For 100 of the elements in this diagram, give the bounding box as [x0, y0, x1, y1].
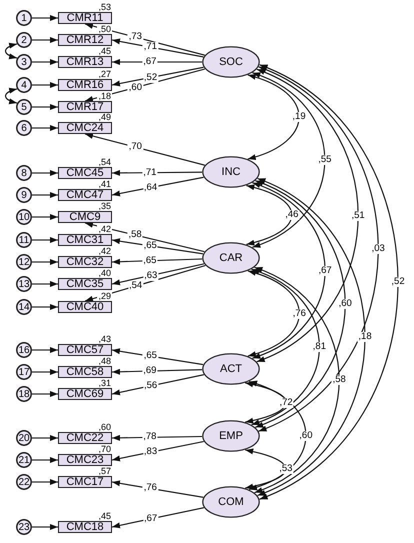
circle-node: 9 [16, 187, 32, 203]
edge-label: ,58 [332, 375, 347, 385]
arrow [112, 348, 204, 366]
edge-label: ,52 [390, 277, 406, 287]
double-headed-arrow [259, 64, 398, 500]
arrow [32, 435, 58, 441]
double-headed-arrow [256, 68, 358, 362]
edge-label: ,67 [142, 514, 158, 524]
value-label: ,54 [97, 158, 112, 166]
variable-box: CMC18 [58, 521, 112, 533]
edge-label: ,58 [127, 230, 143, 240]
circle-node: 8 [16, 165, 32, 181]
value-label: ,42 [97, 247, 112, 255]
edge-label: ,03 [370, 244, 386, 254]
circle-node: 10 [16, 209, 32, 225]
circle-node: 11 [16, 232, 32, 248]
arrow [112, 368, 202, 375]
double-headed-arrow [245, 382, 287, 424]
arrow [32, 59, 58, 65]
variable-box: CMR17 [58, 101, 112, 113]
arrow [112, 258, 202, 265]
arrow [112, 66, 204, 86]
arrow [112, 38, 204, 58]
arrow [32, 37, 58, 43]
edge-label: ,67 [142, 57, 158, 67]
value-label: ,60 [97, 423, 112, 431]
double-headed-arrow [258, 66, 379, 432]
edge-label: ,65 [142, 351, 158, 362]
edge-label: ,60 [338, 299, 353, 309]
arrow [112, 59, 202, 65]
edge-label: ,54 [128, 281, 144, 292]
edge-label: ,63 [143, 270, 158, 281]
arrow [84, 23, 205, 56]
circle-node: 3 [16, 54, 32, 70]
double-headed-arrow [248, 270, 300, 357]
variable-box: CMR12 [58, 34, 112, 46]
value-label: ,57 [97, 467, 112, 475]
value-label: ,50 [97, 25, 112, 33]
edge-label: ,70 [128, 142, 143, 152]
edge-label: ,51 [350, 210, 366, 220]
circle-node: 23 [16, 519, 32, 535]
edge-label: ,60 [128, 82, 143, 92]
variable-box: CMR11 [58, 12, 112, 24]
edge-label: ,72 [278, 398, 294, 408]
arrow [32, 304, 58, 310]
value-label: ,42 [97, 225, 112, 233]
value-label: ,41 [97, 180, 112, 188]
variable-box: CMC45 [58, 167, 112, 179]
arrow [32, 259, 58, 265]
edge-label: ,65 [142, 256, 158, 266]
value-label: ,18 [97, 92, 112, 100]
double-headed-arrow [252, 182, 326, 359]
arrow [112, 507, 204, 528]
edge-label: ,83 [142, 447, 158, 458]
double-headed-arrow [5, 43, 18, 59]
edge-label: ,60 [298, 430, 314, 440]
variable-box: CMC24 [58, 122, 112, 134]
arrow [32, 237, 58, 243]
ellipse-node: INC [202, 156, 260, 188]
value-label: ,48 [97, 357, 112, 365]
edge-label: ,46 [284, 210, 300, 220]
ellipse-node: CAR [202, 242, 260, 274]
arrow [32, 82, 58, 88]
arrow [32, 192, 58, 198]
value-label: ,35 [97, 202, 112, 210]
circle-node: 5 [16, 99, 32, 115]
circle-node: 12 [16, 254, 32, 270]
ellipse-node: EMP [202, 420, 260, 452]
arrow [112, 176, 204, 196]
variable-box: CMC22 [58, 432, 112, 444]
edge-label: ,19 [291, 112, 307, 122]
arrow [32, 457, 58, 463]
arrow [32, 170, 58, 176]
value-label: ,27 [97, 70, 112, 78]
double-headed-arrow [248, 74, 300, 160]
edge-label: ,65 [142, 240, 158, 251]
arrow [84, 264, 206, 302]
arrow [32, 104, 58, 110]
value-label: ,29 [97, 292, 112, 300]
value-label: ,40 [97, 269, 112, 277]
variable-box: CMC31 [58, 234, 112, 246]
ellipse-node: SOC [202, 46, 260, 78]
variable-box: CMC17 [58, 476, 112, 488]
edge-label: ,73 [128, 32, 143, 42]
circle-node: 21 [16, 452, 32, 468]
arrow [32, 391, 58, 397]
arrow [112, 238, 204, 254]
arrow [84, 68, 206, 102]
circle-node: 20 [16, 430, 32, 446]
circle-node: 17 [16, 364, 32, 380]
edge-label: ,81 [312, 342, 327, 352]
value-label: ,45 [97, 512, 112, 520]
circle-node: 18 [16, 386, 32, 402]
arrow [112, 263, 204, 286]
variable-box: CMC9 [58, 211, 112, 223]
arrow [84, 222, 205, 252]
value-label: ,31 [97, 379, 112, 387]
arrow [84, 133, 205, 166]
ellipse-node: COM [202, 486, 260, 518]
edge-label: ,71 [142, 168, 158, 178]
